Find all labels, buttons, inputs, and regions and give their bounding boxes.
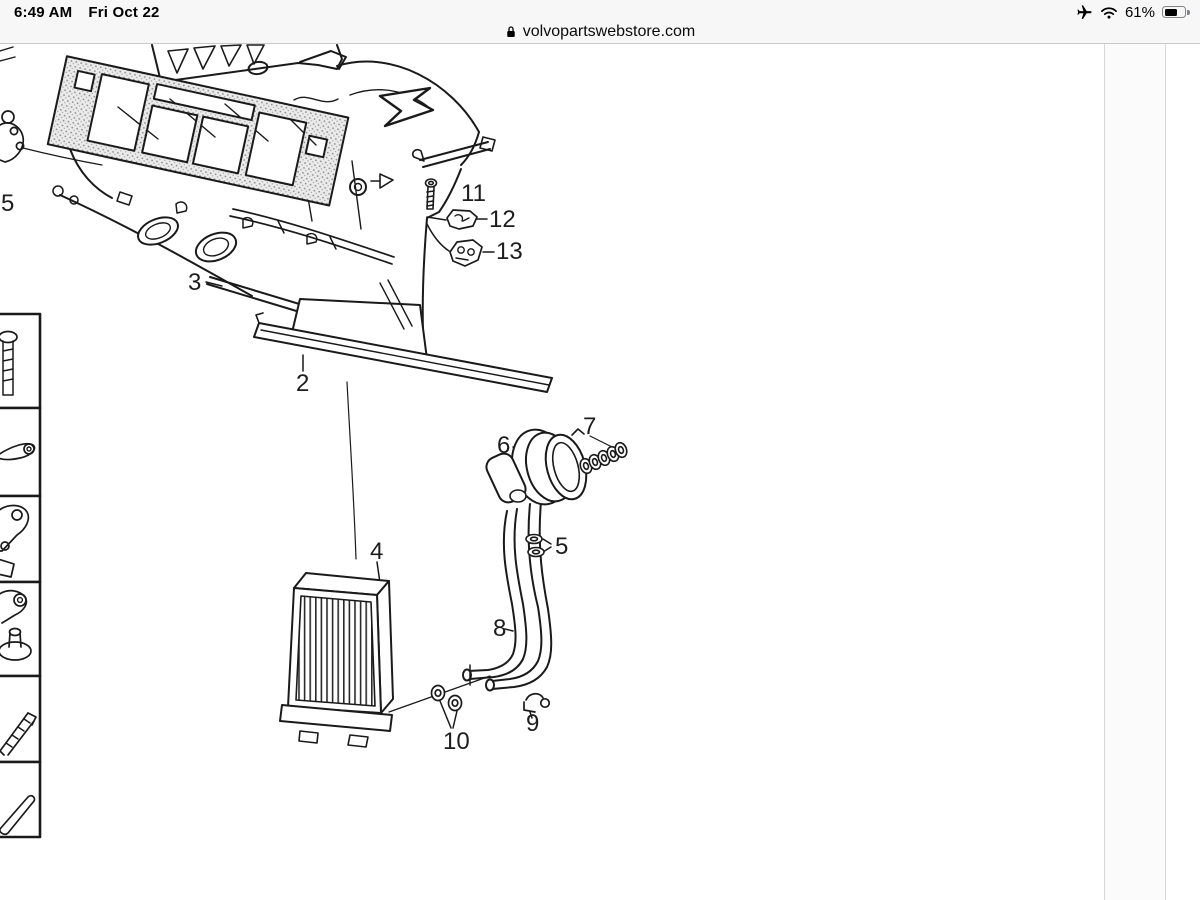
vent-frame-drawing <box>46 55 350 207</box>
parts-thumbnail-column <box>0 312 42 839</box>
status-date: Fri Oct 22 <box>88 3 160 21</box>
bolt-thumbnail[interactable] <box>0 312 42 410</box>
status-time-date: 6:49 AM Fri Oct 22 <box>14 4 160 21</box>
address-url: volvopartswebstore.com <box>522 23 696 40</box>
lock-icon <box>506 26 515 37</box>
part-label-7: 7 <box>583 413 596 440</box>
heater-pipes-drawing <box>462 501 553 692</box>
heater-core-drawing <box>279 572 394 748</box>
clamp-part-13-drawing <box>449 239 483 267</box>
lower-duct-drawing <box>253 279 553 393</box>
part-labels: 5 3 2 11 12 13 6 7 5 4 8 10 9 <box>1 180 596 755</box>
battery-percent: 61% <box>1124 3 1155 21</box>
grommet-bracket-thumbnail[interactable] <box>0 580 42 678</box>
part-label-6: 6 <box>497 432 510 459</box>
pin-thumbnail[interactable] <box>0 760 42 839</box>
safari-toolbar: 6:49 AM Fri Oct 22 61% <box>0 0 1200 44</box>
screw-part-11-drawing <box>424 178 438 210</box>
washer-set-part-7-drawing <box>579 441 628 475</box>
wifi-icon <box>1101 6 1117 19</box>
address-bar[interactable]: volvopartswebstore.com <box>0 21 1200 43</box>
status-time: 6:49 AM <box>14 3 73 21</box>
part-label-12: 12 <box>489 206 516 233</box>
part-label-9: 9 <box>526 710 539 737</box>
lever-thumbnail[interactable] <box>0 406 42 498</box>
clip-part-9-drawing <box>523 692 551 713</box>
part-label-10: 10 <box>443 728 470 755</box>
part-label-11: 11 <box>461 180 486 207</box>
part-label-8: 8 <box>493 615 506 642</box>
page-margin-strip <box>1104 44 1166 900</box>
airplane-mode-icon <box>1077 4 1092 19</box>
status-bar: 6:49 AM Fri Oct 22 61% <box>0 2 1200 22</box>
part-label-5: 5 <box>555 533 568 560</box>
parts-diagram: 5 3 2 11 12 13 6 7 5 4 8 10 9 <box>0 44 628 839</box>
part-label-5-left: 5 <box>1 190 14 217</box>
washers-part-5-drawing <box>525 533 545 558</box>
defroster-duct-drawing <box>151 44 347 103</box>
bracket-plate-thumbnail[interactable] <box>0 494 42 584</box>
left-edge-part-drawing <box>0 110 25 163</box>
part-label-2: 2 <box>296 370 309 397</box>
part-label-3: 3 <box>188 269 201 296</box>
part-label-13: 13 <box>496 238 523 265</box>
bracket-part-12-drawing <box>446 209 478 230</box>
part-label-4: 4 <box>370 538 383 565</box>
washers-part-10-drawing <box>430 684 463 712</box>
screw-thumbnail[interactable] <box>0 674 42 764</box>
battery-icon <box>1162 6 1190 18</box>
